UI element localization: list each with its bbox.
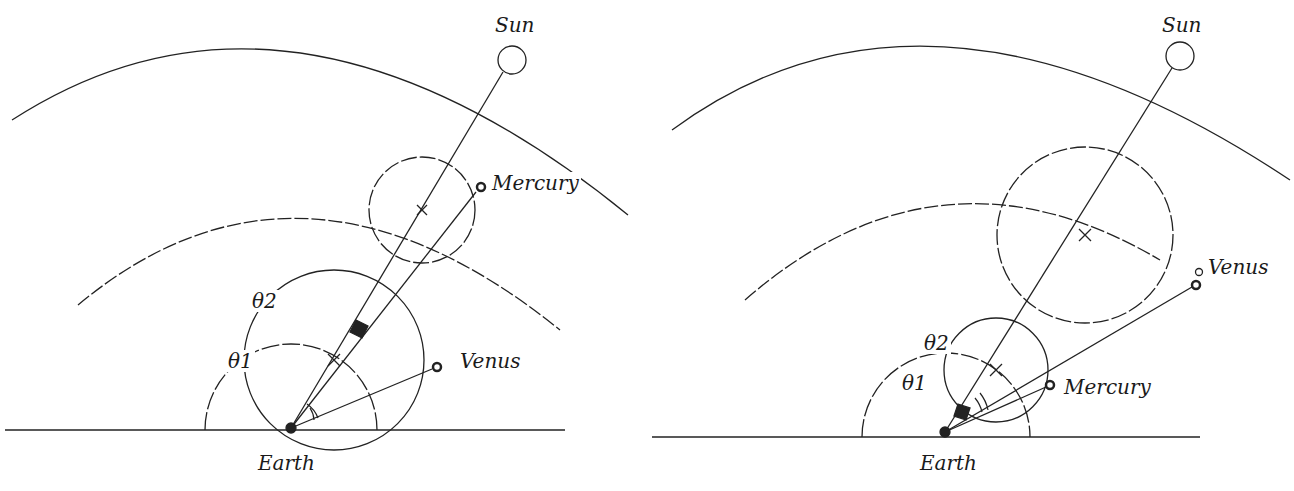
planet-label: Venus [458,350,522,372]
planet-label: θ1 [900,372,929,394]
planet-label: Sun [1160,14,1203,36]
planet-label: Venus [1206,256,1270,278]
planet-label: θ2 [922,332,951,354]
planet-label: Earth [256,452,317,474]
planet-label: θ2 [250,290,279,312]
planet-label: Mercury [490,172,581,194]
planet-label: Sun [493,14,536,36]
planet-label: θ1 [226,350,255,372]
planet-label: Earth [918,452,979,474]
planet-label: Mercury [1062,376,1153,398]
